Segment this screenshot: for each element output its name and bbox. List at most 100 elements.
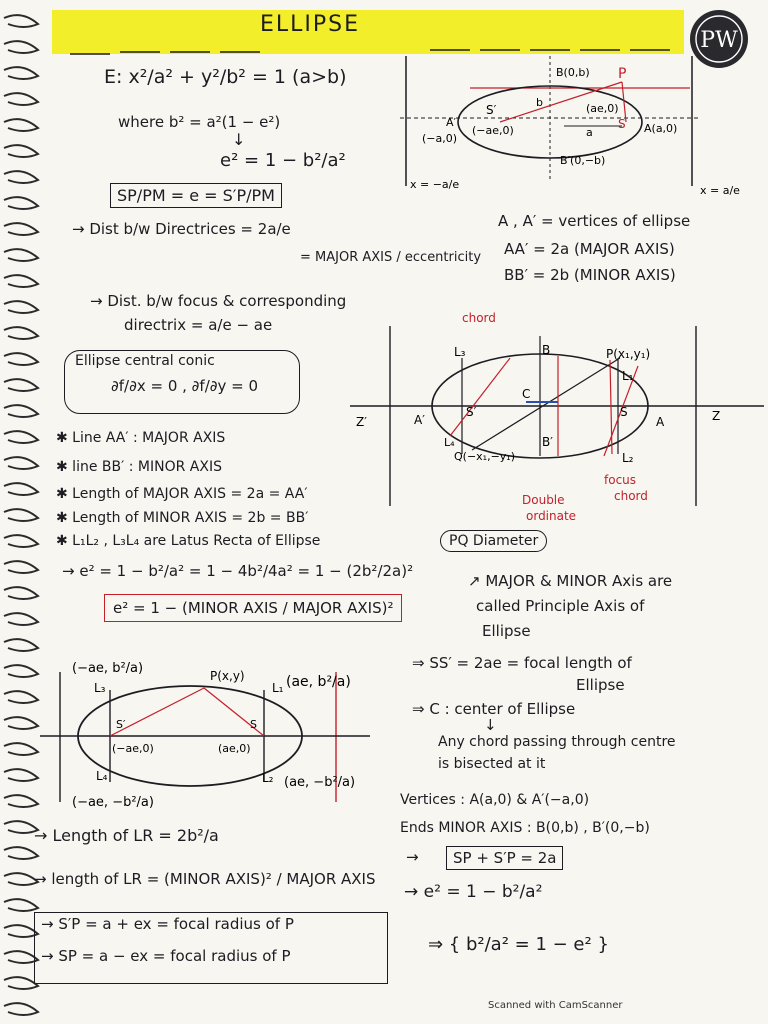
eccentricity-repeat: → e² = 1 − b²/a² [404,882,543,902]
figure-chords: chord L₃ B P(x₁,y₁) L₁ Z Z′ A′ S′ C S A … [350,311,764,522]
fig2-focus-chord-label: chord [614,489,648,503]
line-bb-minor: ✱ line BB′ : MINOR AXIS [56,459,222,475]
title-highlight [52,10,684,54]
focal-length: ⇒ SS′ = 2ae = focal length of [412,654,632,672]
figure-latus-recta: (−ae, b²/a) L₃ P(x,y) L₁ (ae, b²/a) S′ S… [40,661,370,810]
eccentricity-boxed: e² = 1 − (MINOR AXIS / MAJOR AXIS)² [104,594,403,622]
pq-diameter: PQ Diameter [440,530,548,552]
chord-bisected-1: Any chord passing through centre [438,734,676,750]
logo-text: PW [700,28,738,53]
center-ellipse: ⇒ C : center of Ellipse [412,700,576,718]
fig1-bp-label: B′(0,−b) [560,154,605,167]
fig2-focus-label: focus [604,473,636,487]
fig3-l4-label: L₄ [96,769,108,783]
major-over-eccentricity: = MAJOR AXIS / eccentricity [300,250,482,265]
eccentricity-formula: e² = 1 − b²/a² [220,150,346,171]
fig3-mae-label: (−ae,0) [112,742,154,755]
b-squared-relation: where b² = a²(1 − e²) [118,113,281,131]
fig1-s-label: S [618,117,626,131]
center-down-arrow: ↓ [484,716,497,734]
fig2-z-label: Z [712,409,720,423]
title-dashes [70,49,670,55]
spiral-binding [3,14,40,1016]
fig2-double-label: Double [522,493,565,507]
fig3-s-label: S [250,718,257,731]
fig3-l3-label: L₃ [94,681,106,695]
fig3-br-label: (ae, −b²/a) [284,775,355,790]
central-conic-box: Ellipse central conic ∂f/∂x = 0 , ∂f/∂y … [64,350,300,414]
fig2-zp-label: Z′ [356,415,367,429]
fig1-a-label: A(a,0) [644,122,677,135]
pw-logo-icon: PW [692,12,746,66]
focal-radius-plus: → S′P = a + ex = focal radius of P [41,915,294,933]
page-title: ELLIPSE [260,12,361,37]
fig3-l2-label: L₂ [262,771,274,785]
fig1-ap-label: A′ [446,116,457,129]
fig2-l1-label: L₁ [622,369,634,383]
fig1-sp-label: S′ [486,103,497,117]
principle-axis-3: Ellipse [482,622,531,640]
fig2-a-label: A [656,415,665,429]
vertices-definition: A , A′ = vertices of ellipse [498,212,691,230]
fig2-l2-label: L₂ [622,451,634,465]
fig1-ap-coords: (−a,0) [422,132,457,145]
minor-axis-length: BB′ = 2b (MINOR AXIS) [504,266,676,284]
fig2-q-label: Q(−x₁,−y₁) [454,450,515,463]
minor-axis-ends: Ends MINOR AXIS : B(0,b) , B′(0,−b) [400,820,650,836]
major-axis-length: AA′ = 2a (MAJOR AXIS) [504,240,675,258]
fig2-bp-label: B′ [542,435,553,449]
fig1-right-directrix: x = a/e [700,184,740,197]
fig3-ae-label: (ae,0) [218,742,251,755]
fig3-tl-label: (−ae, b²/a) [72,661,143,676]
focal-radius-box: → S′P = a + ex = focal radius of P → SP … [34,912,388,984]
fig3-sp-label: S′ [116,718,126,731]
scanner-watermark: Scanned with CamScanner [488,1000,623,1011]
major-axis-len: ✱ Length of MAJOR AXIS = 2a = AA′ [56,486,308,502]
fig1-mae-label: (−ae,0) [472,124,514,137]
fig2-p-label: P(x₁,y₁) [606,347,650,361]
minor-axis-len: ✱ Length of MINOR AXIS = 2b = BB′ [56,510,309,526]
partial-derivatives: ∂f/∂x = 0 , ∂f/∂y = 0 [111,377,259,395]
fig3-tr-label: (ae, b²/a) [286,674,351,690]
latus-rectum-length: → Length of LR = 2b²/a [34,826,219,845]
pw-logo: PW [690,10,748,68]
fig3-l1-label: L₁ [272,681,284,695]
latus-rectum-axes: → length of LR = (MINOR AXIS)² / MAJOR A… [34,870,376,888]
fig2-l3-label: L₃ [454,345,466,359]
latus-recta: ✱ L₁L₂ , L₃L₄ are Latus Recta of Ellipse [56,533,321,549]
focus-directrix-distance: → Dist. b/w focus & corresponding [90,292,347,310]
fig2-l4-label: L₄ [444,436,455,449]
sp-sum-arrow: → [406,848,419,866]
vertices-coords: Vertices : A(a,0) & A′(−a,0) [400,792,590,808]
chord-bisected-2: is bisected at it [438,756,546,772]
directrix-formula: directrix = a/e − ae [124,316,273,334]
focus-directrix-ratio: SP/PM = e = S′P/PM [110,183,282,208]
fig1-b-side: b [536,96,543,109]
fig2-sp-label: S′ [466,405,477,419]
fig2-s-label: S [620,405,628,419]
fig1-p-label: P [618,66,626,82]
fig2-ap-label: A′ [414,413,425,427]
fig3-p-label: P(x,y) [210,669,245,683]
brace-relation: ⇒ { b²/a² = 1 − e² } [428,934,609,955]
fig2-b-label: B [542,343,550,357]
focal-radius-minus: → SP = a − ex = focal radius of P [41,947,291,965]
fig1-b-label: B(0,b) [556,66,590,79]
fig1-a-side: a [586,126,593,139]
fig1-ae-label: (ae,0) [586,102,619,115]
line-aa-major: ✱ Line AA′ : MAJOR AXIS [56,430,226,446]
fig2-ordinate-label: ordinate [526,509,576,522]
central-conic-label: Ellipse central conic [75,353,215,369]
figure-ellipse-directrices: B(0,b) P B′(0,−b) A(a,0) A′ (−a,0) S′ S … [400,56,740,197]
fig3-bl-label: (−ae, −b²/a) [72,795,154,810]
directrix-distance: → Dist b/w Directrices = 2a/e [72,220,291,238]
ellipse-equation: E: x²/a² + y²/b² = 1 (a>b) [104,66,347,88]
focal-length-2: Ellipse [576,676,625,694]
focal-sum: SP + S′P = 2a [446,846,564,870]
principle-axis-1: ↗ MAJOR & MINOR Axis are [468,572,673,590]
eccentricity-chain: → e² = 1 − b²/a² = 1 − 4b²/4a² = 1 − (2b… [62,562,414,580]
principle-axis-2: called Principle Axis of [476,597,645,615]
fig2-chord-label: chord [462,311,496,325]
down-arrow: ↓ [232,130,246,149]
